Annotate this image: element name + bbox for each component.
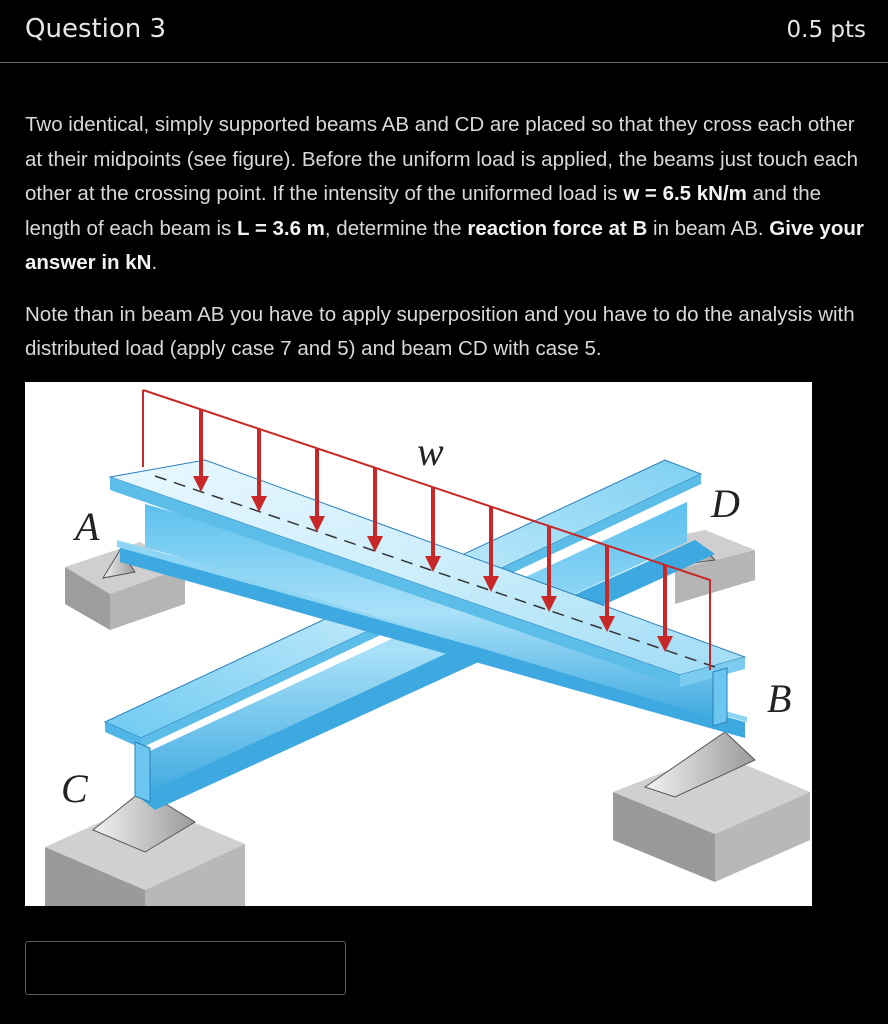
beam-figure: w A D B C bbox=[25, 382, 812, 906]
question-body: Two identical, simply supported beams AB… bbox=[25, 108, 870, 384]
answer-input[interactable] bbox=[25, 941, 346, 995]
question-text-segment: . bbox=[151, 251, 158, 274]
question-paragraph-2: Note than in beam AB you have to apply s… bbox=[25, 302, 855, 361]
question-text-segment: and the length of each beam is bbox=[25, 182, 821, 240]
question-emphasis: reaction force at B bbox=[467, 216, 648, 240]
label-b: B bbox=[767, 676, 791, 721]
support-b bbox=[613, 731, 810, 882]
question-emphasis: L = 3.6 m bbox=[236, 216, 325, 240]
question-paragraph-1: Two identical, simply supported beams AB… bbox=[25, 108, 870, 281]
label-w: w bbox=[417, 429, 444, 474]
question-text-segment: in beam AB. bbox=[647, 216, 770, 240]
question-emphasis: w = 6.5 kN/m bbox=[623, 182, 747, 205]
label-d: D bbox=[710, 481, 740, 526]
label-c: C bbox=[61, 766, 89, 811]
question-text-segment: , determine the bbox=[324, 216, 468, 240]
beam-ab bbox=[108, 459, 747, 738]
beam-figure-drawing: w A D B C bbox=[45, 389, 810, 906]
question-points: 0.5 pts bbox=[786, 17, 867, 43]
question-title: Question 3 bbox=[25, 14, 167, 44]
question-emphasis: Give your answer in kN bbox=[25, 216, 864, 275]
question-text-segment: Two identical, simply supported beams AB… bbox=[25, 113, 858, 205]
label-a: A bbox=[72, 504, 100, 549]
question-header: Question 3 0.5 pts bbox=[0, 0, 888, 63]
distributed-load bbox=[142, 389, 711, 670]
support-c bbox=[45, 789, 245, 906]
